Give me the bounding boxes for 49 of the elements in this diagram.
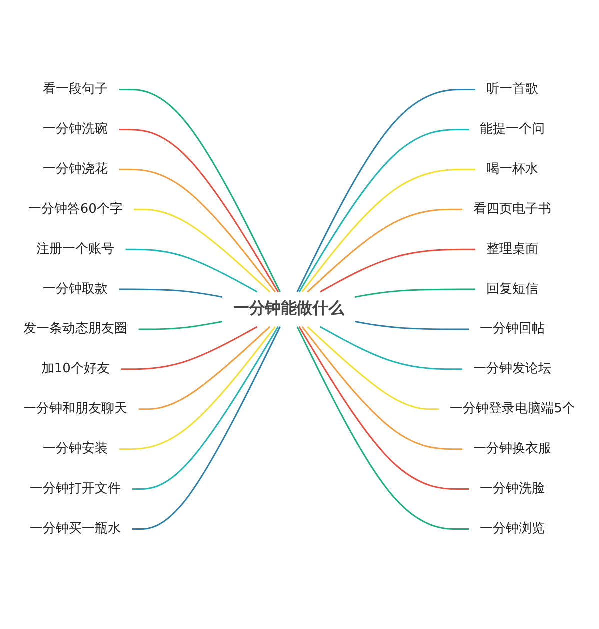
node-text: 回复短信: [486, 282, 539, 296]
connector: [296, 89, 476, 292]
node-text: 一分钟打开文件: [30, 481, 122, 496]
connector: [298, 326, 470, 490]
node-text: 一分钟买一瓶水: [30, 521, 122, 536]
node-text: 一分钟洗碗: [43, 122, 108, 137]
node-text: 发一条动态朋友圈: [24, 322, 128, 336]
connector: [119, 128, 279, 292]
connector: [298, 128, 470, 292]
connector: [307, 208, 463, 293]
connector: [138, 321, 223, 330]
connector: [121, 326, 258, 370]
node-text: 一分钟洗脸: [480, 481, 546, 496]
node-text: 一分钟安装: [43, 441, 108, 456]
connector: [355, 288, 476, 298]
connector: [132, 326, 279, 490]
node-text: 看四页电子书: [474, 202, 552, 217]
connector: [134, 208, 270, 293]
connector: [119, 168, 276, 293]
connector: [307, 326, 439, 410]
node-text: 注册一个账号: [36, 242, 115, 257]
node-text: 一分钟能做什么: [234, 300, 344, 318]
node-text: 加10个好友: [41, 362, 110, 376]
connector: [119, 89, 281, 292]
node-text: 看一段句子: [43, 82, 108, 97]
connector: [119, 326, 276, 450]
connector: [296, 326, 470, 530]
node-text: 喝一杯水: [486, 162, 539, 177]
connector: [355, 321, 470, 330]
node-text: 一分钟和朋友聊天: [24, 401, 128, 416]
connector: [302, 326, 463, 450]
node-text: 一分钟答60个字: [28, 202, 123, 217]
connector: [126, 248, 258, 293]
node-text: 一分钟取款: [43, 282, 108, 296]
connector: [119, 288, 223, 298]
node-text: 听一首歌: [486, 82, 539, 97]
node-text: 一分钟登录电脑端5个: [450, 401, 576, 416]
connector: [132, 326, 281, 530]
node-text: 一分钟换衣服: [474, 441, 552, 456]
node-text: 能提一个问: [480, 122, 546, 137]
connector: [320, 248, 476, 293]
connector: [302, 168, 476, 293]
node-text: 一分钟浏览: [480, 521, 546, 536]
connector: [138, 326, 270, 410]
node-text: 一分钟浇花: [43, 162, 108, 177]
node-text: 一分钟发论坛: [474, 362, 552, 376]
node-text: 一分钟回帖: [480, 322, 546, 336]
node-text: 整理桌面: [486, 242, 539, 257]
connector: [320, 326, 463, 370]
